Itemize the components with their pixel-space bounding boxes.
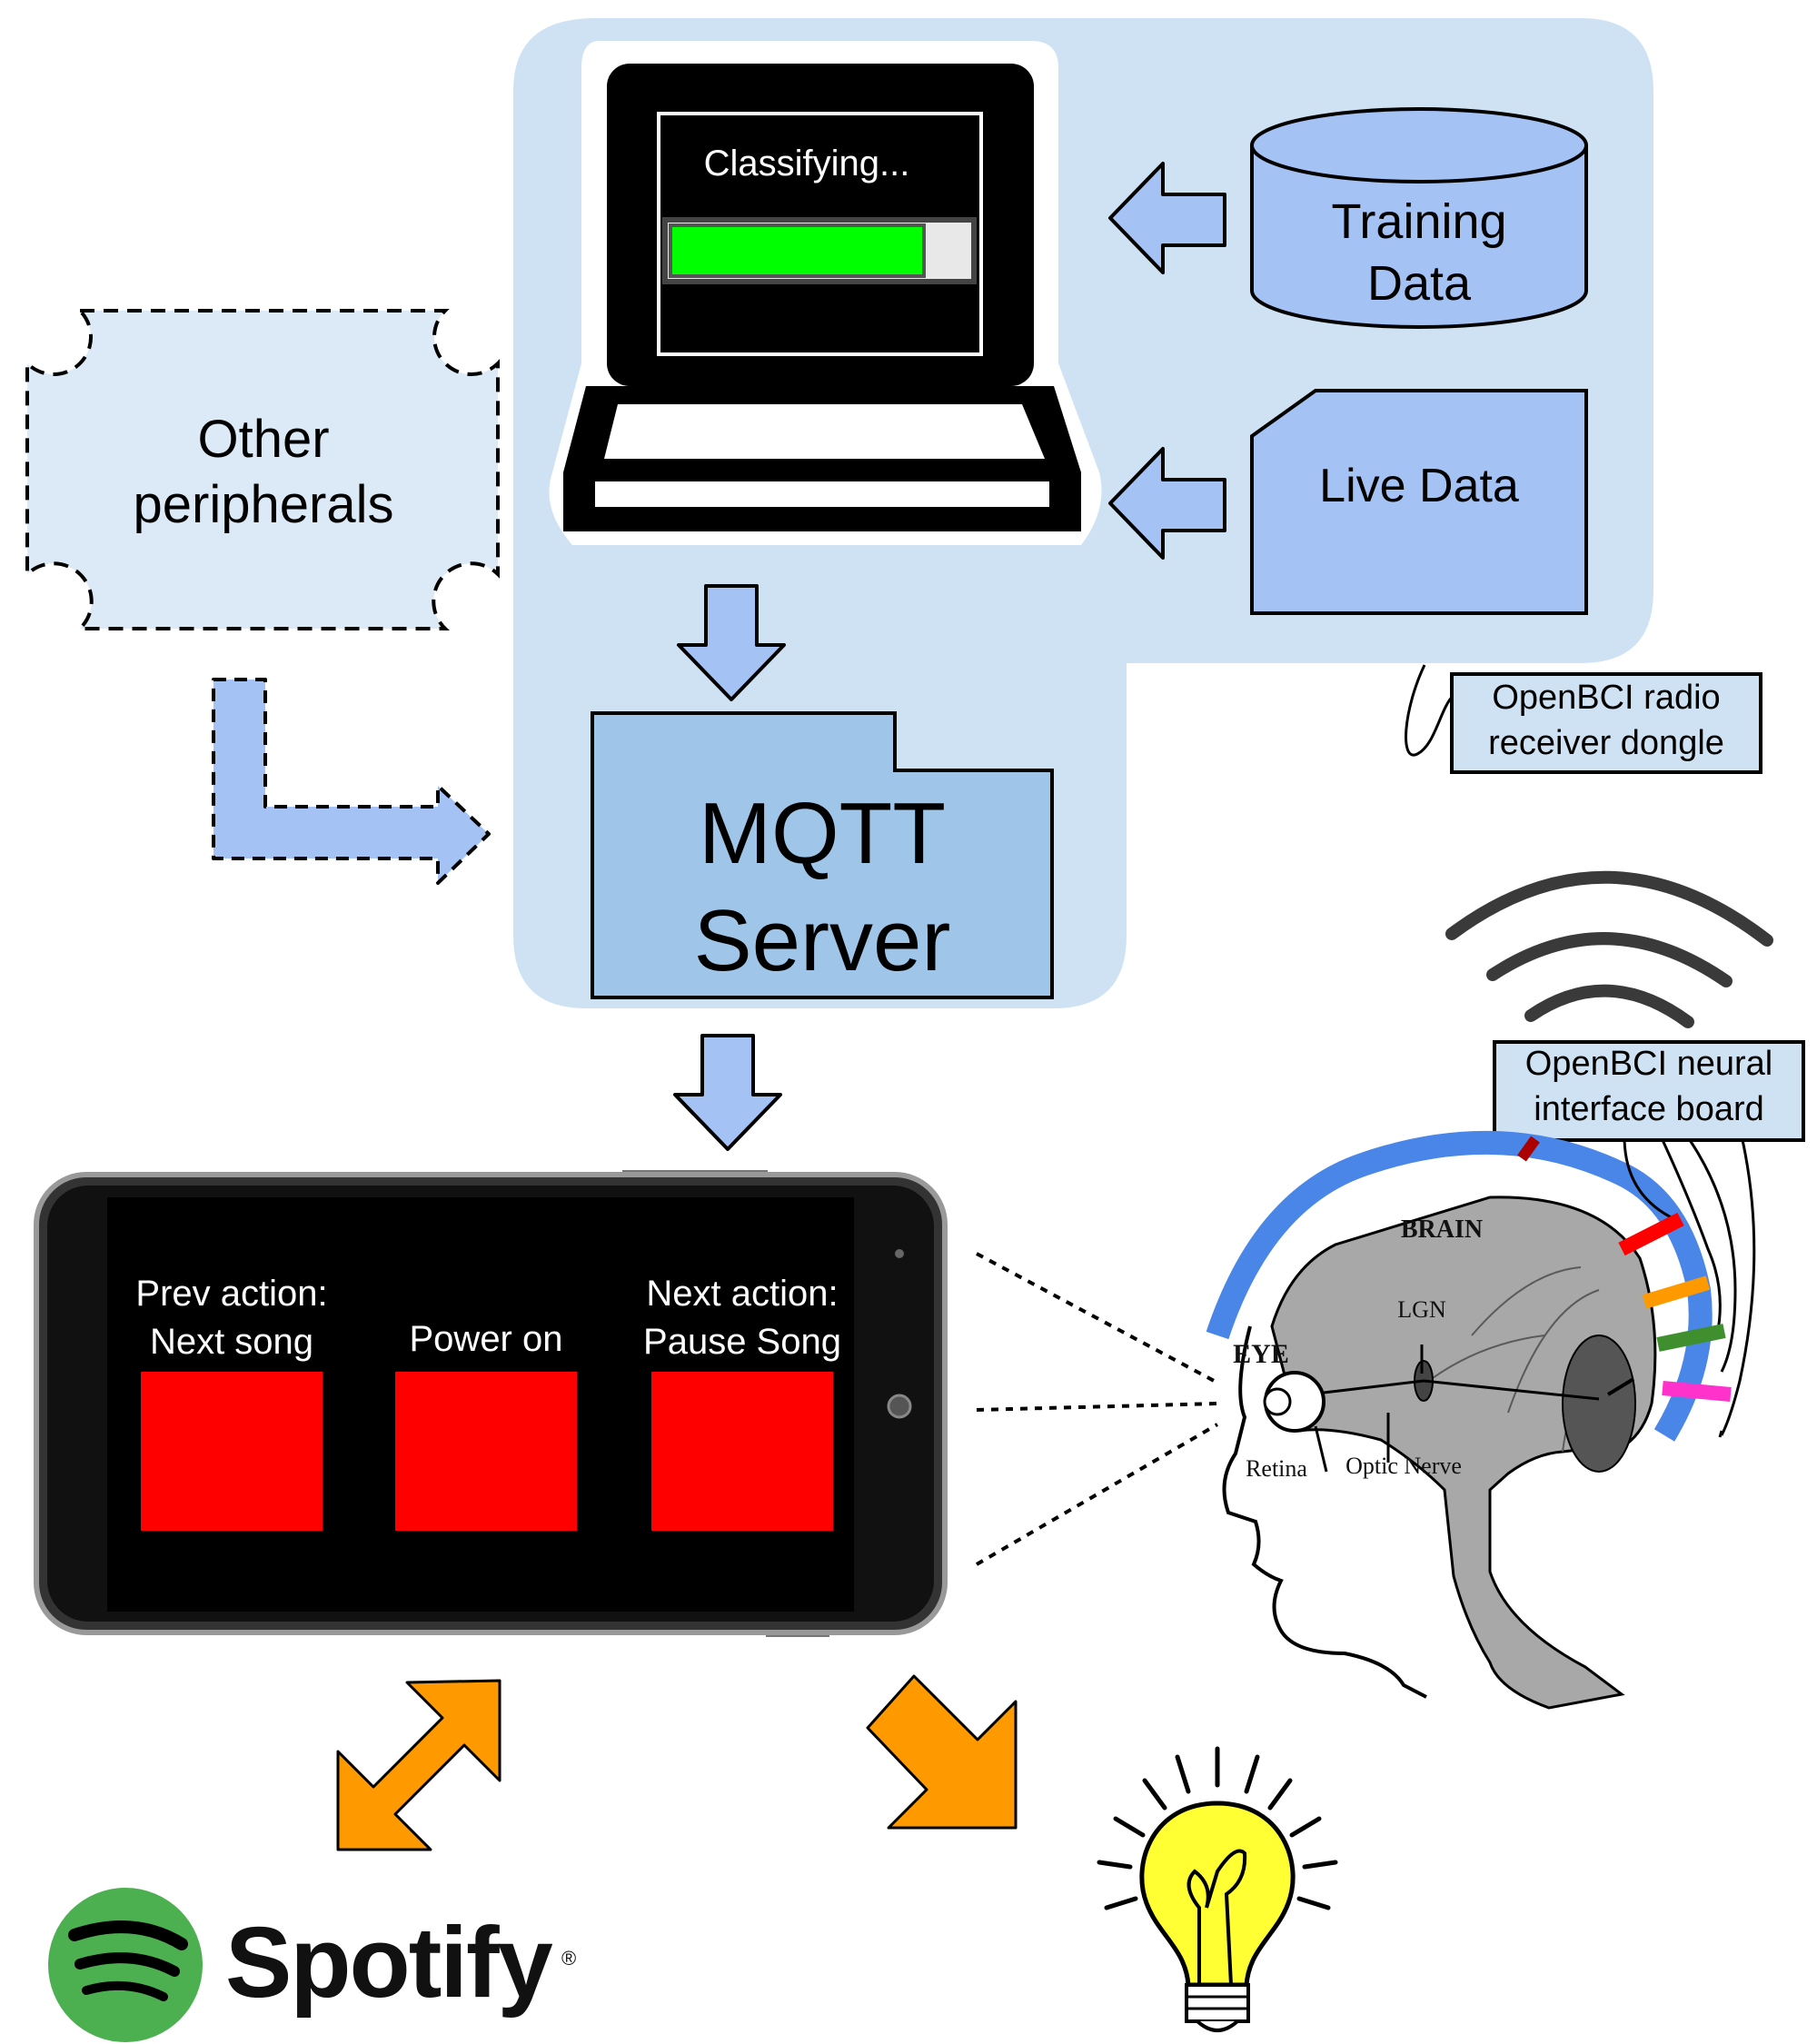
electrode-green <box>1656 1324 1726 1352</box>
board-label-line2: interface board <box>1534 1090 1764 1128</box>
electrode-wires <box>1623 1139 1756 1436</box>
head-illustration <box>1222 1196 1657 1710</box>
mqtt-server-line1: MQTT <box>699 785 946 882</box>
other-peripherals-shape <box>25 309 500 630</box>
eeg-headband <box>1206 1130 1713 1442</box>
mqtt-server-line2: Server <box>694 892 951 989</box>
gaze-lines <box>975 1252 1219 1566</box>
phone-button-power[interactable]: Power on <box>395 1319 577 1531</box>
retina-label: Retina <box>1246 1455 1307 1482</box>
arrow-phone-to-bulb <box>866 1674 1018 1830</box>
bidirectional-arrow-spotify <box>336 1679 501 1851</box>
next-action-button[interactable] <box>651 1372 833 1531</box>
other-peripherals-line1: Other <box>197 410 329 469</box>
phone-button-prev[interactable]: Prev action: Next song <box>135 1274 328 1531</box>
spotify-registered-mark: ® <box>561 1947 576 1970</box>
dongle-label-line2: receiver dongle <box>1488 724 1724 762</box>
brain-label: BRAIN <box>1401 1215 1483 1244</box>
wireless-signal-icon <box>1445 870 1773 1028</box>
arrow-mqtt-to-phone <box>673 1034 782 1151</box>
training-data-label-line1: Training <box>1331 194 1506 249</box>
prev-action-value: Next song <box>150 1322 313 1362</box>
laptop-status-text: Classifying... <box>704 144 910 184</box>
dongle-cable <box>1405 664 1455 757</box>
optic-nerve-label: Optic Nerve <box>1345 1453 1462 1479</box>
electrode-orange <box>1642 1275 1711 1309</box>
live-data-label: Live Data <box>1319 460 1519 512</box>
prev-action-label: Prev action: <box>135 1274 327 1314</box>
lgn-label: LGN <box>1397 1296 1446 1323</box>
spotify-logo-icon <box>48 1888 203 2042</box>
power-action-value: Power on <box>410 1319 563 1359</box>
spotify-wordmark: Spotify <box>225 1907 553 2019</box>
dongle-box <box>1450 672 1762 774</box>
laptop-icon <box>549 41 1102 545</box>
light-bulb-icon <box>1097 1746 1338 2032</box>
progress-bar-fill <box>669 223 926 278</box>
dongle-label-line1: OpenBCI radio <box>1492 679 1720 717</box>
arrow-live-to-laptop <box>1108 447 1226 560</box>
next-action-value: Pause Song <box>643 1322 841 1362</box>
arrow-laptop-to-mqtt <box>677 584 786 701</box>
board-label-line1: OpenBCI neural <box>1525 1045 1773 1083</box>
arrow-peripherals-to-mqtt <box>212 678 491 885</box>
next-action-label: Next action: <box>646 1274 838 1314</box>
power-on-button[interactable] <box>395 1372 577 1531</box>
neural-board-box <box>1493 1040 1805 1142</box>
eye-label: EYE <box>1233 1339 1289 1369</box>
mqtt-server-folder <box>591 711 1054 999</box>
wire-end <box>1718 1430 1723 1438</box>
arrow-training-to-laptop <box>1108 162 1226 274</box>
electrode-red <box>1618 1212 1684 1256</box>
phone-button-next[interactable]: Next action: Pause Song <box>643 1274 841 1531</box>
live-data-card <box>1250 389 1588 615</box>
training-data-cylinder <box>1250 107 1588 329</box>
training-data-label-line2: Data <box>1367 256 1472 311</box>
prev-action-button[interactable] <box>141 1372 323 1531</box>
other-peripherals-line2: peripherals <box>134 475 394 534</box>
electrode-magenta <box>1662 1381 1732 1402</box>
electrode-darkred <box>1517 1136 1540 1162</box>
